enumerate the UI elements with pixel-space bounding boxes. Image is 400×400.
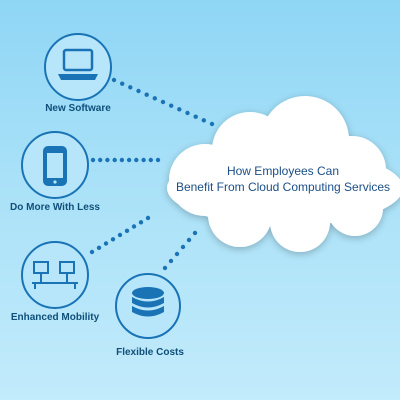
connector-dot: [144, 92, 149, 97]
cloud-title-line1: How Employees Can: [226, 164, 340, 178]
connector-dot: [120, 81, 125, 86]
connector-dot: [124, 228, 130, 233]
connector-do-more-with-less: [90, 157, 161, 163]
connector-dot: [201, 118, 206, 123]
label-enhanced-mobility: Enhanced Mobility: [10, 312, 100, 323]
connector-dot: [174, 251, 180, 257]
connector-dot: [136, 88, 141, 94]
connector-dot: [168, 258, 174, 264]
connector-dot: [152, 96, 157, 101]
connector-dot: [134, 157, 139, 163]
connector-dot: [193, 114, 198, 119]
connector-dot: [186, 237, 192, 243]
connector-dot: [105, 157, 110, 163]
connector-dot: [155, 157, 161, 163]
connector-dot: [160, 99, 166, 105]
connector-dot: [141, 157, 146, 163]
connector-dot: [119, 157, 125, 163]
connector-dot: [177, 107, 182, 112]
label-do-more-with-less: Do More With Less: [10, 202, 100, 213]
laptop-icon: [58, 48, 98, 80]
connector-dot: [126, 157, 132, 163]
connector-dot: [162, 265, 168, 271]
connector-dot: [103, 241, 109, 246]
connector-dot: [138, 220, 144, 225]
connector-dot: [192, 230, 198, 236]
connector-dot: [111, 77, 117, 83]
connector-dot: [128, 85, 133, 90]
connector-dot: [90, 157, 96, 163]
connector-dot: [185, 110, 190, 116]
label-new-software: New Software: [45, 103, 111, 114]
connector-dot: [89, 249, 95, 255]
database-icon: [132, 287, 164, 317]
node-do-more-with-less: [21, 131, 89, 199]
connector-dot: [148, 157, 153, 163]
connector-dot: [96, 245, 102, 250]
node-flexible-costs: [115, 273, 181, 339]
cloud-title-line2: Benefit From Cloud Computing Services: [175, 180, 391, 194]
cloud-shape: [167, 96, 400, 252]
connector-dot: [112, 157, 117, 163]
connector-dot: [98, 157, 103, 163]
node-enhanced-mobility: [21, 241, 89, 309]
label-flexible-costs: Flexible Costs: [116, 347, 184, 358]
connector-dot: [209, 121, 215, 127]
connector-enhanced-mobility: [89, 215, 151, 255]
connector-dot: [180, 244, 186, 250]
smartphone-icon: [43, 146, 67, 186]
connector-dot: [110, 237, 116, 242]
connector-dot: [131, 224, 137, 229]
network-computers-icon: [32, 261, 78, 289]
connector-new-software: [111, 77, 215, 127]
connector-flexible-costs: [162, 230, 198, 271]
node-new-software: [44, 33, 112, 101]
connector-dot: [117, 232, 123, 238]
connector-dot: [169, 103, 174, 108]
connector-dot: [145, 215, 151, 221]
cloud-title: How Employees Can Benefit From Cloud Com…: [165, 163, 400, 195]
